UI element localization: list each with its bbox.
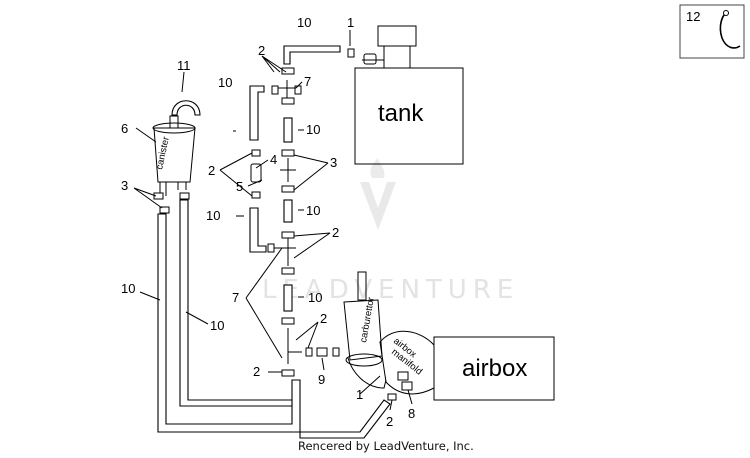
hose-long-right-10 xyxy=(179,199,293,407)
callout-10-b: 10 xyxy=(306,122,320,137)
callout-3-left: 3 xyxy=(121,178,128,193)
canister-label: canister xyxy=(154,136,172,171)
callout-12: 12 xyxy=(686,9,700,24)
callout-2-bottom-left: 2 xyxy=(253,364,260,379)
callout-5: 5 xyxy=(236,179,243,194)
callout-11: 11 xyxy=(177,58,191,73)
watermark-text: LEADVENTURE xyxy=(262,275,519,305)
callout-3-right: 3 xyxy=(330,155,337,170)
tank-group: tank xyxy=(354,25,464,165)
tank-box xyxy=(354,67,464,165)
hose-curved-11 xyxy=(171,100,201,116)
fittings xyxy=(153,48,413,401)
canister-group: canister xyxy=(152,115,196,196)
airbox-label: airbox xyxy=(462,355,527,382)
callout-8: 8 xyxy=(408,406,415,421)
callout-10-long-left: 10 xyxy=(121,281,135,296)
callout-10-top: 10 xyxy=(297,15,311,30)
callout-2-top: 2 xyxy=(258,43,265,58)
tank-cap xyxy=(377,25,417,47)
hose-bottom-to-carb xyxy=(299,399,391,439)
footer-credit: Rencered by LeadVenture, Inc. xyxy=(298,439,474,453)
callouts: 1 10 2 7 10 10 4 2 3 5 10 10 2 7 10 2 2 … xyxy=(121,15,415,429)
callout-10-d: 10 xyxy=(206,208,220,223)
hose-long-left-10 xyxy=(157,213,301,433)
clip-icon xyxy=(719,11,741,49)
airbox-manifold xyxy=(379,330,435,395)
carburettor-body xyxy=(343,299,383,361)
part-12-box: 12 xyxy=(679,4,745,59)
hose-column xyxy=(249,45,341,312)
callout-2-right-mid: 2 xyxy=(332,225,339,240)
callout-6: 6 xyxy=(121,121,128,136)
callout-10-e: 10 xyxy=(308,290,322,305)
watermark-logo xyxy=(360,158,396,230)
callout-1-top: 1 xyxy=(347,15,354,30)
canister-body xyxy=(153,127,196,183)
leader-lines xyxy=(133,30,413,411)
callout-7-top: 7 xyxy=(304,74,311,89)
callout-4: 4 xyxy=(270,152,277,167)
callout-9: 9 xyxy=(318,372,325,387)
callout-7-lower: 7 xyxy=(232,290,239,305)
callout-10-c: 10 xyxy=(306,203,320,218)
callout-1-bottom: 1 xyxy=(356,387,363,402)
callout-2-bottom: 2 xyxy=(386,414,393,429)
callout-2-lower: 2 xyxy=(320,311,327,326)
callout-10-long-right: 10 xyxy=(210,318,224,333)
tank-label: tank xyxy=(378,100,424,127)
callout-2-left-mid: 2 xyxy=(208,163,215,178)
callout-10-a: 10 xyxy=(218,75,232,90)
